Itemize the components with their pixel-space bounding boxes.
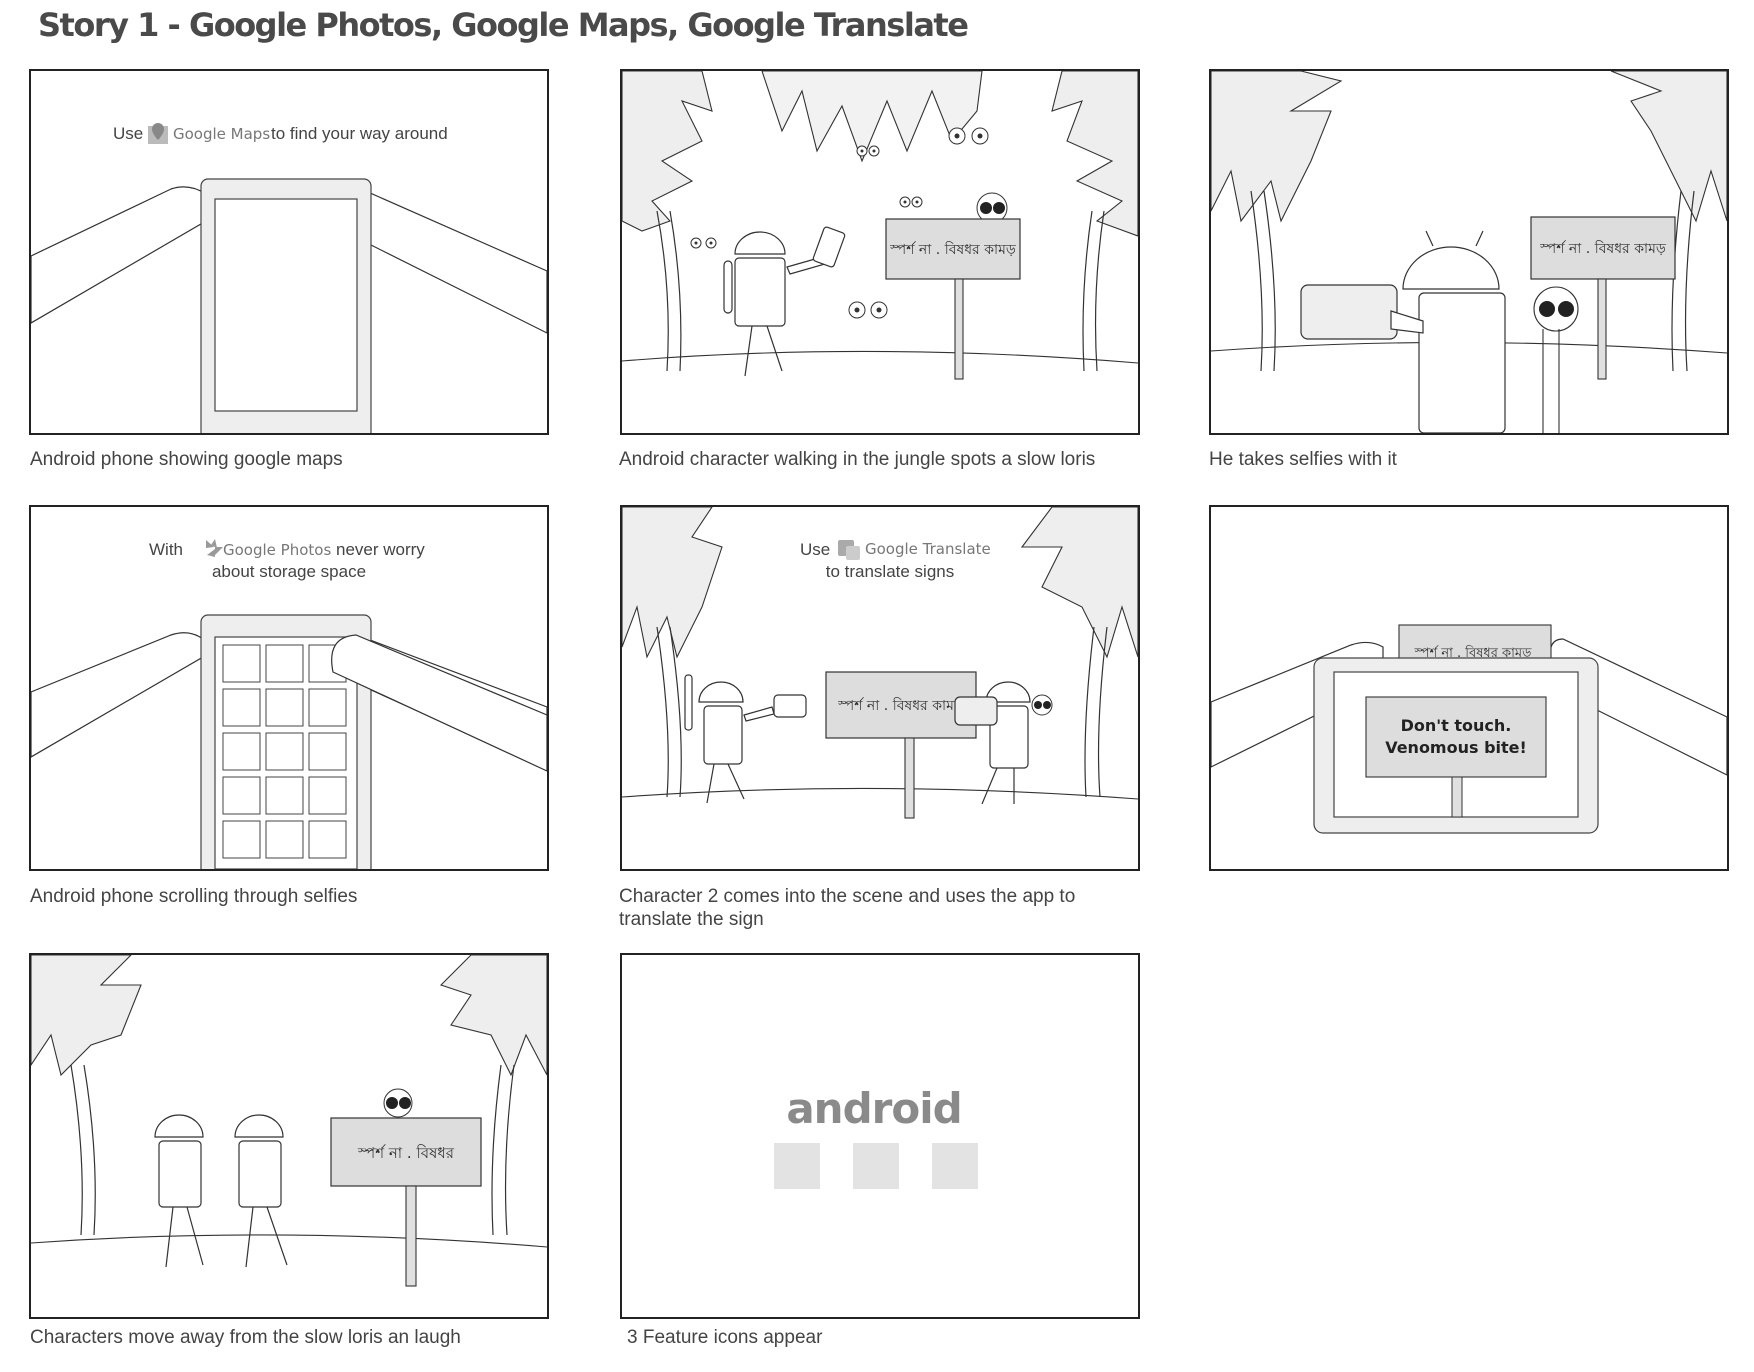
- storyboard-panel-8: android: [620, 953, 1140, 1319]
- overlay-rest: never worry: [336, 540, 425, 559]
- panel-8-caption: 3 Feature icons appear: [627, 1327, 823, 1348]
- phone-maps-illustration: Use Google Maps to find your way around: [31, 123, 547, 433]
- storyboard-panel-5: স্পর্শ না . বিষধর কামড় Use Google Trans…: [620, 505, 1140, 871]
- overlay-app-name: Google Maps: [173, 125, 270, 143]
- sign-text: স্পর্শ না . বিষধর: [357, 1144, 455, 1162]
- translation-line-1: Don't touch.: [1401, 716, 1512, 735]
- overlay-app-name: Google Translate: [865, 540, 991, 558]
- translation-result-illustration: স্পর্শ না . বিষধর কামড় Don't touch. Ven…: [1211, 624, 1727, 834]
- sign-text: স্পর্শ না . বিষধর কামড়: [1539, 240, 1667, 257]
- panel-5-caption: Character 2 comes into the scene and use…: [619, 886, 1076, 930]
- storyboard-panel-6: স্পর্শ না . বিষধর কামড় Don't touch. Ven…: [1209, 505, 1729, 871]
- sign-text: স্পর্শ না . বিষধর কামড়: [889, 241, 1017, 258]
- panel-1-caption: Android phone showing google maps: [30, 449, 343, 470]
- overlay-use: Use: [113, 124, 143, 143]
- google-translate-icon: [838, 540, 860, 560]
- overlay-use: Use: [800, 540, 830, 559]
- overlay-with: With: [149, 540, 183, 559]
- google-maps-icon: [148, 123, 168, 144]
- feature-icon-2: [853, 1143, 899, 1189]
- panel-7-caption: Characters move away from the slow loris…: [30, 1327, 461, 1348]
- page-title: Story 1 - Google Photos, Google Maps, Go…: [38, 6, 969, 44]
- overlay-line2: about storage space: [212, 562, 366, 581]
- translation-line-2: Venomous bite!: [1385, 738, 1527, 757]
- storyboard-panel-1: Use Google Maps to find your way around: [29, 69, 549, 435]
- jungle-walk-illustration: স্পর্শ না . বিষধর কামড়: [622, 71, 1138, 380]
- photo-grid: [222, 644, 347, 859]
- characters-laugh-illustration: স্পর্শ না . বিষধর: [31, 955, 547, 1287]
- panel-4-caption: Android phone scrolling through selfies: [30, 886, 358, 907]
- storyboard-panel-4: With Google Photos never worry about sto…: [29, 505, 549, 871]
- translate-scene-illustration: স্পর্শ না . বিষধর কামড় Use Google Trans…: [622, 507, 1138, 819]
- google-photos-icon: [206, 539, 223, 557]
- overlay-rest: to find your way around: [271, 124, 448, 143]
- overlay-app-name: Google Photos: [223, 541, 331, 559]
- storyboard-panel-3: স্পর্শ না . বিষধর কামড়: [1209, 69, 1729, 435]
- android-wordmark: android: [786, 1084, 961, 1133]
- sign-behind-text: স্পর্শ না . বিষধর কামড়: [1414, 645, 1532, 661]
- feature-icon-3: [932, 1143, 978, 1189]
- storyboard-panel-2: স্পর্শ না . বিষধর কামড়: [620, 69, 1140, 435]
- selfie-illustration: স্পর্শ না . বিষধর কামড়: [1211, 71, 1727, 433]
- phone-photos-illustration: With Google Photos never worry about sto…: [31, 539, 547, 869]
- panel-3-caption: He takes selfies with it: [1209, 449, 1397, 470]
- overlay-line2: to translate signs: [826, 562, 955, 581]
- sign-text: স্পর্শ না . বিষধর কামড়: [837, 697, 965, 714]
- android-end-card: android: [774, 1084, 978, 1189]
- feature-icon-1: [774, 1143, 820, 1189]
- storyboard-panel-7: স্পর্শ না . বিষধর: [29, 953, 549, 1319]
- panel-2-caption: Android character walking in the jungle …: [619, 449, 1096, 470]
